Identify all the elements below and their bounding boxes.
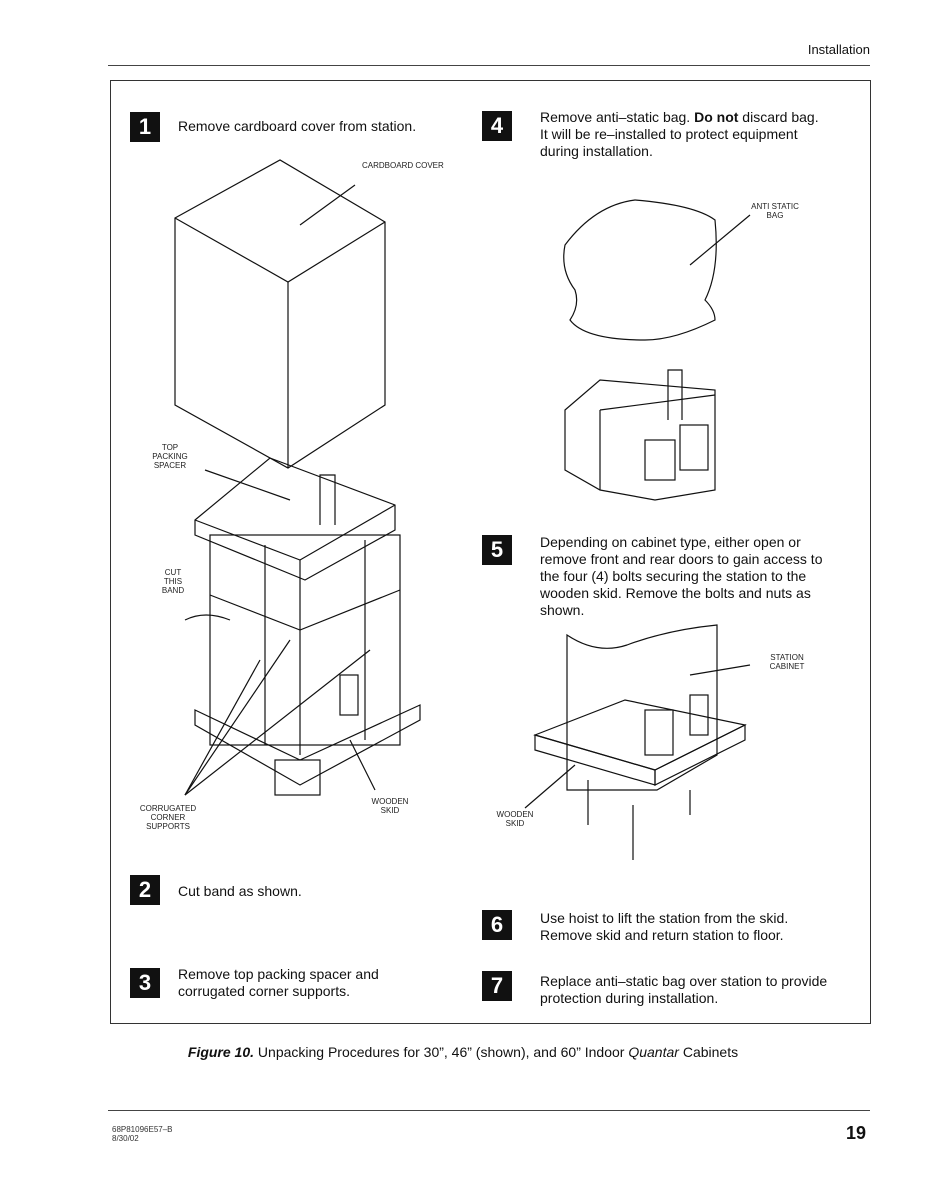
header-rule (108, 65, 870, 66)
label-station-cabinet: STATION CABINET (769, 653, 805, 671)
step-number-6: 6 (482, 910, 512, 940)
figure-caption: Figure 10. Unpacking Procedures for 30”,… (187, 1044, 739, 1060)
packed-station-drawing (184, 457, 421, 796)
static-bag-drawing (563, 199, 751, 501)
step-number-1: 1 (130, 112, 160, 142)
label-cut-this-band: CUT THIS BAND (161, 568, 185, 595)
station-skid-drawing (524, 624, 751, 860)
step-number-5: 5 (482, 535, 512, 565)
label-cardboard-cover: CARDBOARD COVER (362, 161, 444, 170)
section-header: Installation (807, 42, 870, 57)
label-corrugated-corner-supports: CORRUGATED CORNER SUPPORTS (139, 804, 197, 831)
step-text-4: Remove anti–static bag. Do not discard b… (540, 109, 819, 159)
step-text-6: Use hoist to lift the station from the s… (540, 910, 789, 943)
step-text-5: Depending on cabinet type, either open o… (540, 534, 823, 618)
label-anti-static-bag: ANTI STATIC BAG (751, 202, 799, 220)
step-text-2: Cut band as shown. (178, 883, 302, 899)
step-number-2: 2 (130, 875, 160, 905)
step-text-7: Replace anti–static bag over station to … (540, 973, 828, 1006)
step-text-3: Remove top packing spacer and corrugated… (178, 966, 379, 999)
step-number-7: 7 (482, 971, 512, 1001)
step-number-4: 4 (482, 111, 512, 141)
step-number-3: 3 (130, 968, 160, 998)
page-number: 19 (846, 1123, 867, 1143)
label-wooden-skid-2: WOODEN SKID (496, 810, 534, 828)
cardboard-box-drawing (174, 159, 386, 469)
step-text-1: Remove cardboard cover from station. (178, 118, 417, 134)
figure-frame (110, 80, 871, 1024)
footer-rule (108, 1110, 870, 1111)
label-top-packing-spacer: TOP PACKING SPACER (152, 443, 188, 470)
label-wooden-skid: WOODEN SKID (371, 797, 409, 815)
